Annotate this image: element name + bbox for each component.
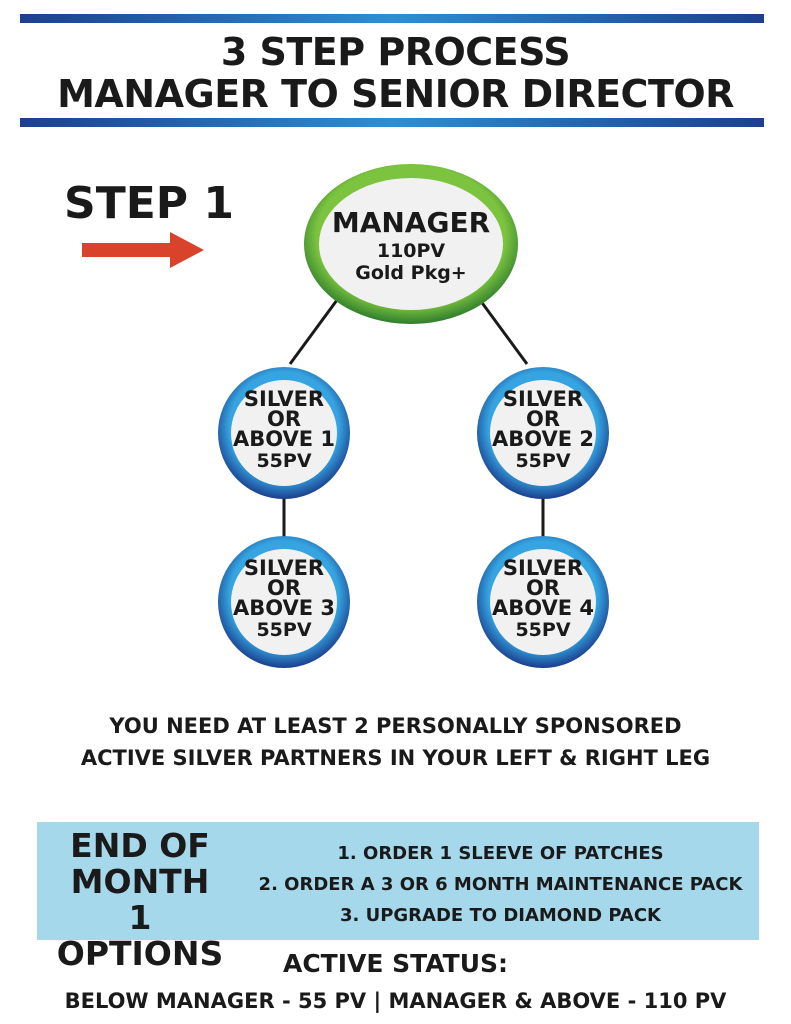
options-title-line-3: OPTIONS [56,934,224,973]
silver-node-2: SILVER OR ABOVE 2 55PV [488,387,598,473]
manager-node: MANAGER 110PV Gold Pkg+ [321,206,501,284]
step-label: STEP 1 [64,178,234,229]
silver-node-line3: ABOVE 2 [491,427,595,451]
options-box-title: END OF MONTH 1 OPTIONS [55,828,225,972]
silver-node-line2: OR [266,407,302,431]
org-tree [218,164,609,668]
option-item: 2. ORDER A 3 OR 6 MONTH MAINTENANCE PACK [258,874,743,895]
options-title-line-1: END OF [70,826,210,865]
manager-pv: 110PV [376,240,446,262]
top-bar [20,14,764,23]
connector-left [288,299,339,365]
silver-node-line2: OR [266,576,302,600]
silver-node-3: SILVER OR ABOVE 3 55PV [229,556,339,642]
requirement-line-1: YOU NEED AT LEAST 2 PERSONALLY SPONSORED [109,714,682,738]
options-box [37,822,759,940]
option-item: 3. UPGRADE TO DIAMOND PACK [339,905,662,926]
silver-node-line3: ABOVE 4 [491,596,595,620]
silver-node-pv: 55PV [515,450,571,472]
silver-node-1: SILVER OR ABOVE 1 55PV [229,387,339,473]
manager-title: MANAGER [331,206,491,239]
silver-node-pv: 55PV [256,450,312,472]
connector-right [478,299,529,365]
silver-node-line2: OR [525,576,561,600]
silver-node-line2: OR [525,407,561,431]
silver-node-line1: SILVER [502,387,584,411]
active-status-detail: BELOW MANAGER - 55 PV | MANAGER & ABOVE … [64,989,727,1013]
title-line-2: MANAGER TO SENIOR DIRECTOR [57,72,734,116]
silver-node-line1: SILVER [243,387,325,411]
right-arrow-icon [82,232,204,268]
option-item: 1. ORDER 1 SLEEVE OF PATCHES [337,843,664,864]
silver-node-line3: ABOVE 3 [232,596,336,620]
requirement-line-2: ACTIVE SILVER PARTNERS IN YOUR LEFT & RI… [80,746,711,770]
silver-node-pv: 55PV [515,619,571,641]
manager-package: Gold Pkg+ [355,262,467,284]
silver-node-4: SILVER OR ABOVE 4 55PV [488,556,598,642]
options-title-line-2: MONTH 1 [70,862,210,937]
active-status-heading: ACTIVE STATUS: [282,949,509,978]
silver-node-line3: ABOVE 1 [232,427,336,451]
silver-node-line1: SILVER [502,556,584,580]
options-list: 1. ORDER 1 SLEEVE OF PATCHES 2. ORDER A … [248,838,753,931]
title-line-1: 3 STEP PROCESS [220,30,571,74]
silver-node-pv: 55PV [256,619,312,641]
silver-node-line1: SILVER [243,556,325,580]
bottom-title-bar [20,118,764,127]
